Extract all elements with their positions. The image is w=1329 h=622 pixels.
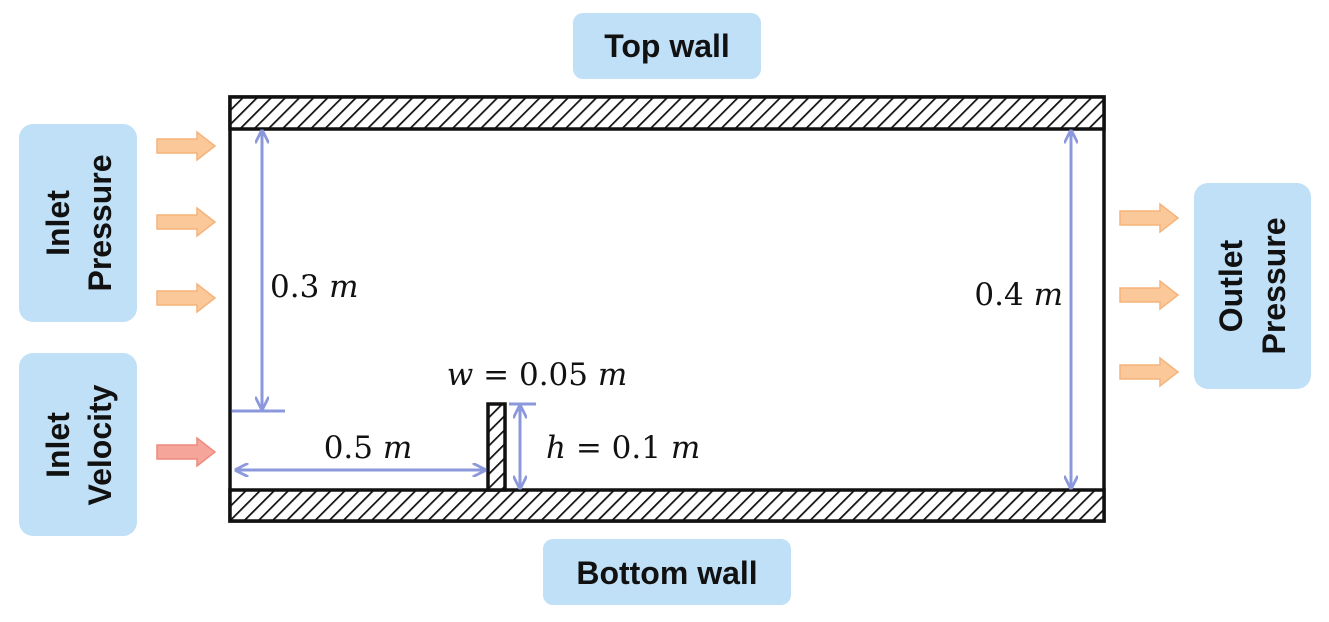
inlet-pressure-line1: Inlet — [40, 190, 76, 256]
inlet-pressure-arrow-1 — [156, 131, 216, 161]
top-wall-label: Top wall — [573, 13, 761, 79]
bottom-wall-text: Bottom wall — [576, 555, 757, 591]
outlet-pressure-arrow-2 — [1119, 280, 1179, 310]
inlet-pressure-label: Inlet Pressure — [19, 124, 137, 322]
outlet-pressure-arrow-1 — [1119, 203, 1179, 233]
inlet-pressure-arrow-3 — [156, 283, 216, 313]
dim-channel-height: 0.4 m — [974, 131, 1071, 488]
dim-w-label: w = 0.05 m — [447, 357, 628, 393]
inlet-pressure-arrow-2 — [156, 207, 216, 237]
inlet-pressure-line2: Pressure — [82, 155, 118, 292]
dim-0-3-label: 0.3 m — [270, 269, 359, 305]
dim-0-4-label: 0.4 m — [974, 277, 1063, 313]
outlet-pressure-line2: Pressure — [1256, 218, 1292, 355]
top-wall — [228, 95, 1106, 131]
inlet-velocity-arrow — [156, 437, 216, 467]
outlet-pressure-line1: Outlet — [1213, 239, 1249, 332]
dim-obstacle-height: h = 0.1 m — [509, 402, 700, 488]
bottom-wall — [228, 488, 1106, 523]
outlet-pressure-label: Outlet Pressure — [1194, 183, 1311, 389]
dim-h-label: h = 0.1 m — [546, 430, 700, 466]
channel — [228, 95, 1106, 523]
inlet-velocity-line2: Velocity — [82, 384, 118, 505]
dim-inlet-pressure-height: 0.3 m — [232, 131, 359, 413]
outlet-pressure-arrow-3 — [1119, 357, 1179, 387]
obstacle — [486, 402, 507, 492]
dim-obstacle-distance: 0.5 m — [236, 430, 485, 470]
bottom-wall-label: Bottom wall — [543, 539, 791, 605]
dim-0-5-label: 0.5 m — [324, 430, 413, 466]
inlet-velocity-line1: Inlet — [40, 412, 76, 478]
top-wall-text: Top wall — [604, 28, 730, 64]
inlet-velocity-label: Inlet Velocity — [19, 353, 137, 536]
